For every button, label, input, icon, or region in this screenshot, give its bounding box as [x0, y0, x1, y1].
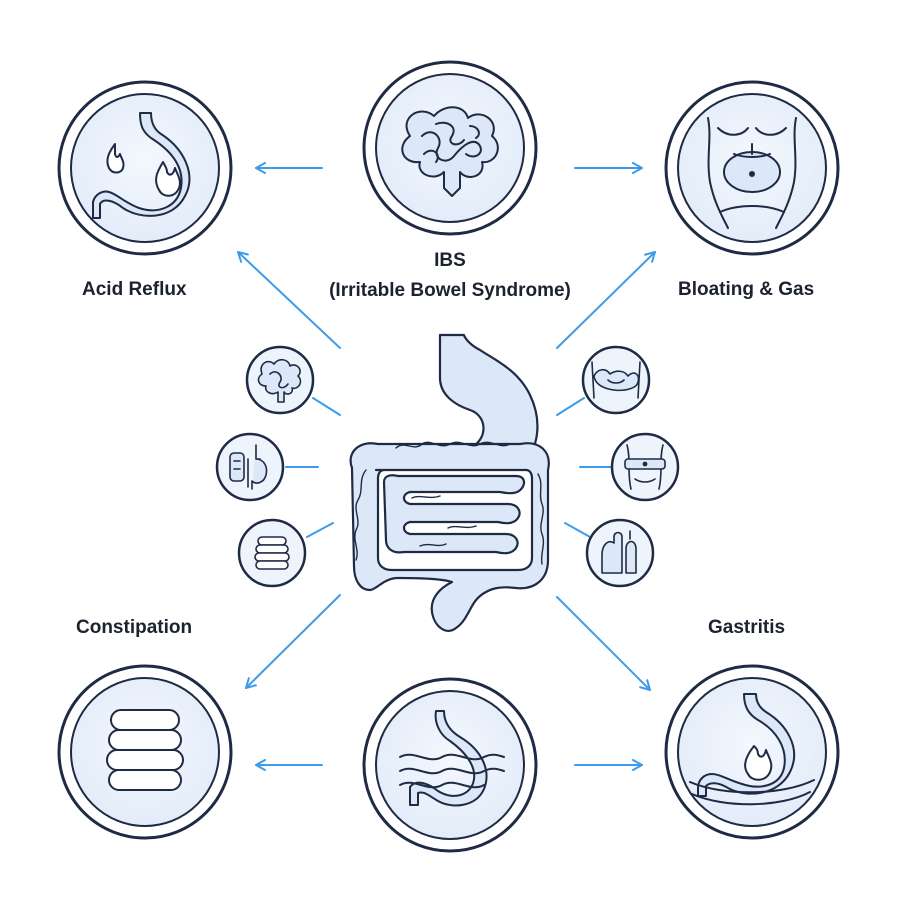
gastritis-label: Gastritis	[708, 617, 786, 638]
small-hands-icon	[601, 530, 637, 574]
stool-stack-icon	[106, 709, 184, 791]
ibs-disc	[362, 60, 538, 236]
arrow-diag-top-right	[556, 251, 656, 349]
connector-arrows	[237, 162, 656, 771]
small-intestine	[382, 474, 526, 555]
small-disc-stool	[237, 518, 307, 588]
arrow-diag-top-left	[237, 251, 341, 349]
constipation-disc	[57, 664, 233, 840]
bloating-disc	[664, 80, 840, 256]
constipation-label: Constipation	[76, 617, 193, 638]
stomach-waves-icon	[399, 710, 505, 807]
arrow-diag-bottom-right	[556, 596, 651, 691]
acid-reflux-label: Acid Reflux	[82, 279, 187, 300]
acid-reflux-disc	[57, 80, 233, 256]
gastritis-disc	[664, 664, 840, 840]
small-waist-icon	[624, 444, 666, 490]
stomach-waves-disc	[362, 677, 538, 853]
organs-icon	[229, 444, 268, 490]
small-disc-hands	[585, 518, 655, 588]
digestive-system-icon	[349, 333, 550, 632]
arrow-diag-bottom-left	[245, 594, 341, 689]
small-belly-icon	[591, 361, 641, 399]
small-disc-intestine	[245, 345, 315, 415]
stomach-fire-icon	[689, 693, 815, 806]
small-intestine-icon	[257, 358, 302, 403]
small-stool-icon	[254, 536, 290, 570]
small-disc-belly	[581, 345, 651, 415]
small-disc-waist	[610, 432, 680, 502]
ibs-title: IBS	[434, 250, 466, 271]
ibs-subtitle: (Irritable Bowel Syndrome)	[329, 280, 571, 301]
bloating-label: Bloating & Gas	[678, 279, 815, 300]
abdomen-icon	[707, 117, 797, 229]
small-disc-organs	[215, 432, 285, 502]
intestine-icon	[401, 106, 499, 197]
stomach-flame-icon	[92, 112, 191, 219]
